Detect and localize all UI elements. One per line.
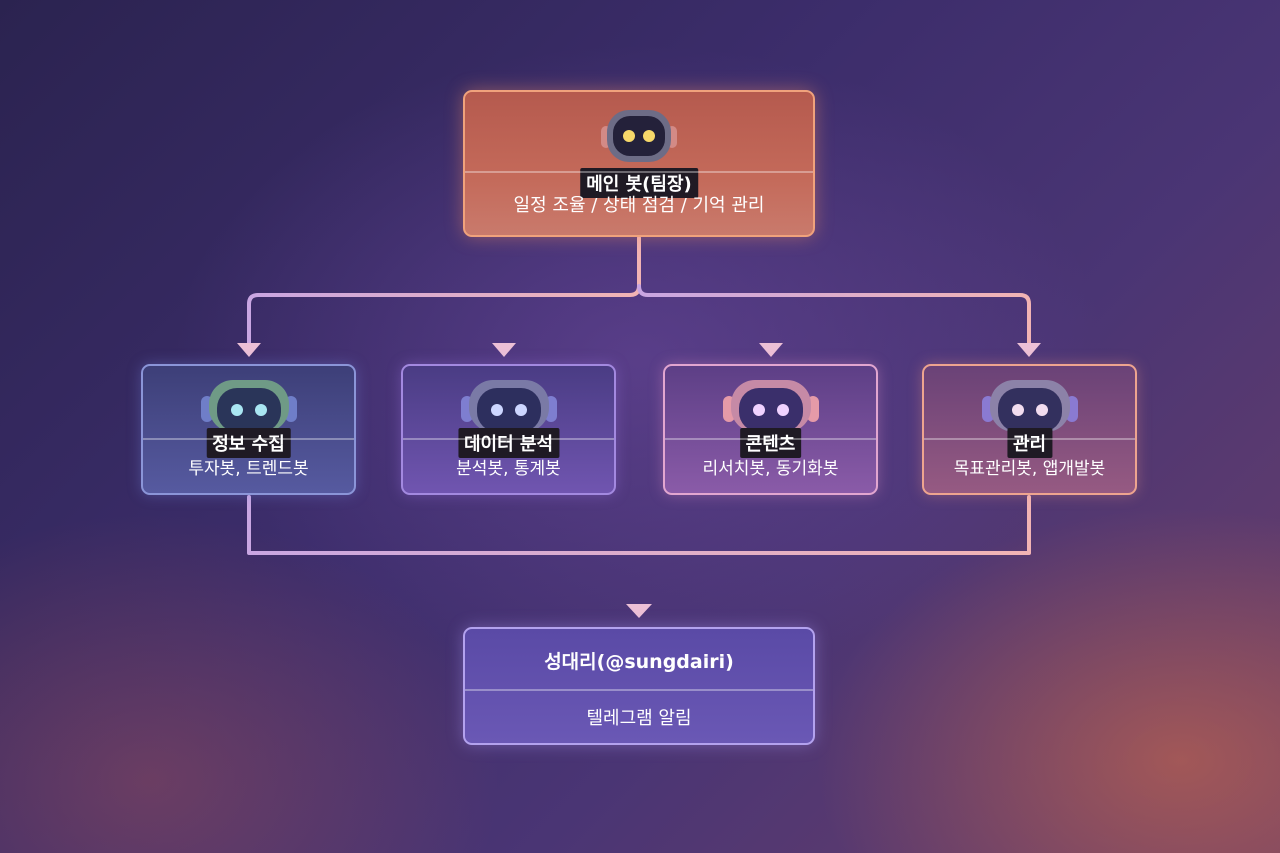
management-node: 관리 목표관리봇, 앱개발봇 bbox=[922, 364, 1137, 495]
robot-icon bbox=[200, 380, 297, 432]
data-analysis-title: 데이터 분석 bbox=[457, 428, 560, 458]
main-bot-node: 메인 봇(팀장) 일정 조율 / 상태 점검 / 기억 관리 bbox=[463, 90, 815, 237]
robot-icon bbox=[722, 380, 819, 432]
info-collection-node: 정보 수집 투자봇, 트렌드봇 bbox=[141, 364, 356, 495]
management-description: 목표관리봇, 앱개발봇 bbox=[924, 438, 1135, 493]
robot-icon bbox=[981, 380, 1078, 432]
info-collection-description: 투자봇, 트렌드봇 bbox=[143, 438, 354, 493]
data-analysis-description: 분석봇, 통계봇 bbox=[403, 438, 614, 493]
sungdairi-title: 성대리(@sungdairi) bbox=[544, 650, 734, 673]
sungdairi-node: 성대리(@sungdairi) 텔레그램 알림 bbox=[463, 627, 815, 745]
content-description: 리서치봇, 동기화봇 bbox=[665, 438, 876, 493]
main-bot-title: 메인 봇(팀장) bbox=[580, 168, 698, 198]
info-collection-title: 정보 수집 bbox=[206, 428, 291, 458]
robot-icon bbox=[460, 380, 557, 432]
content-node: 콘텐츠 리서치봇, 동기화봇 bbox=[663, 364, 878, 495]
main-bot-description: 일정 조율 / 상태 점검 / 기억 관리 bbox=[465, 171, 813, 235]
content-title: 콘텐츠 bbox=[739, 428, 802, 458]
management-title: 관리 bbox=[1006, 428, 1053, 458]
data-analysis-node: 데이터 분석 분석봇, 통계봇 bbox=[401, 364, 616, 495]
robot-icon bbox=[601, 110, 677, 162]
sungdairi-description: 텔레그램 알림 bbox=[465, 689, 813, 743]
